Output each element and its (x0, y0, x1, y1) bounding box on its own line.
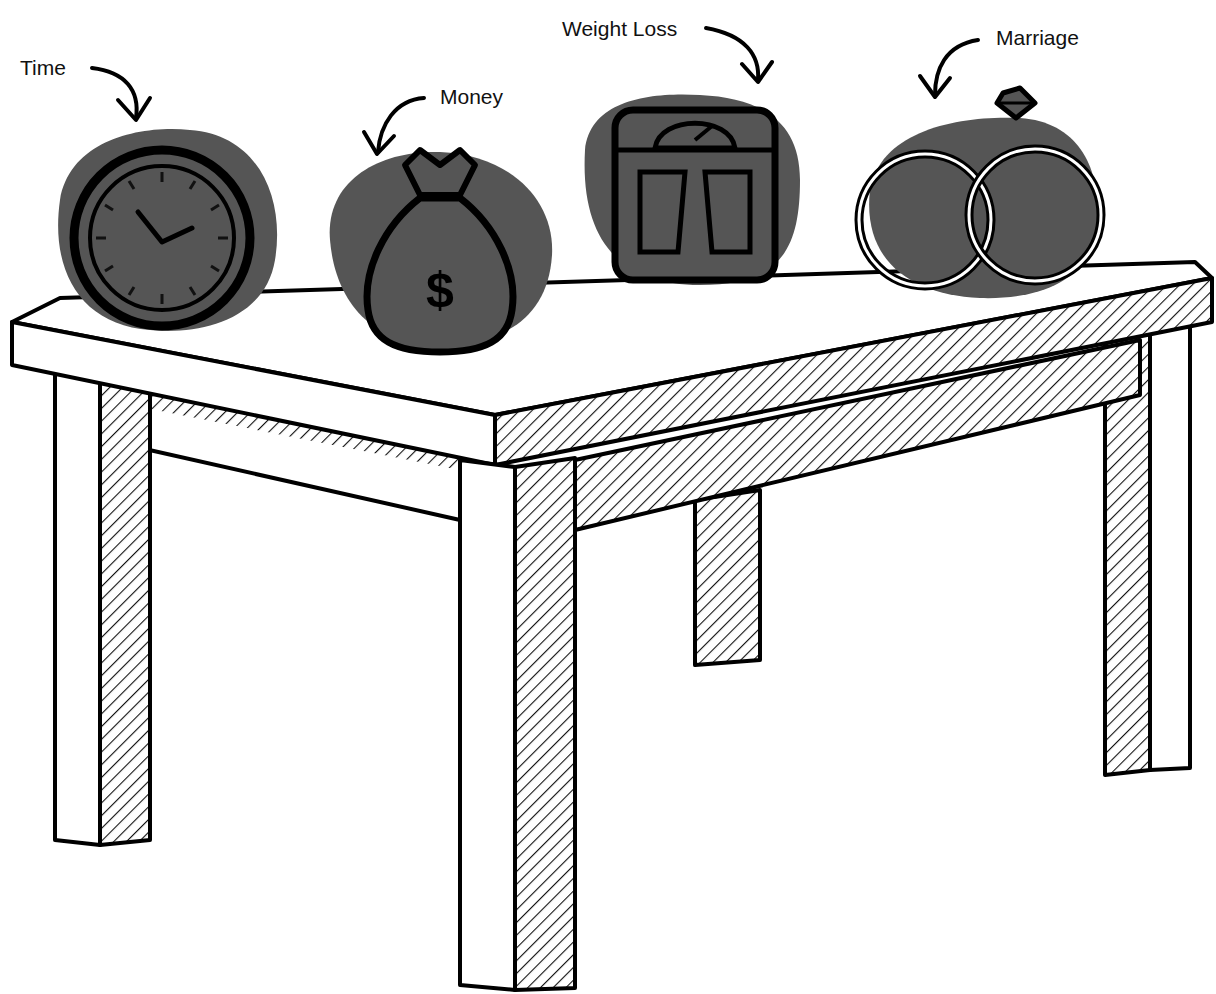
leader-arrows (92, 28, 978, 154)
clock-icon (58, 129, 277, 331)
money-bag-icon (330, 150, 552, 352)
icon-label: Weight Loss (562, 18, 677, 39)
icon-label: Money (440, 86, 503, 107)
icon-label: Marriage (996, 27, 1079, 48)
currency-symbol: $ (426, 265, 454, 315)
rings-icon (859, 88, 1101, 298)
table (12, 262, 1212, 990)
scale-icon (585, 94, 800, 285)
icon-label: Time (20, 57, 66, 78)
